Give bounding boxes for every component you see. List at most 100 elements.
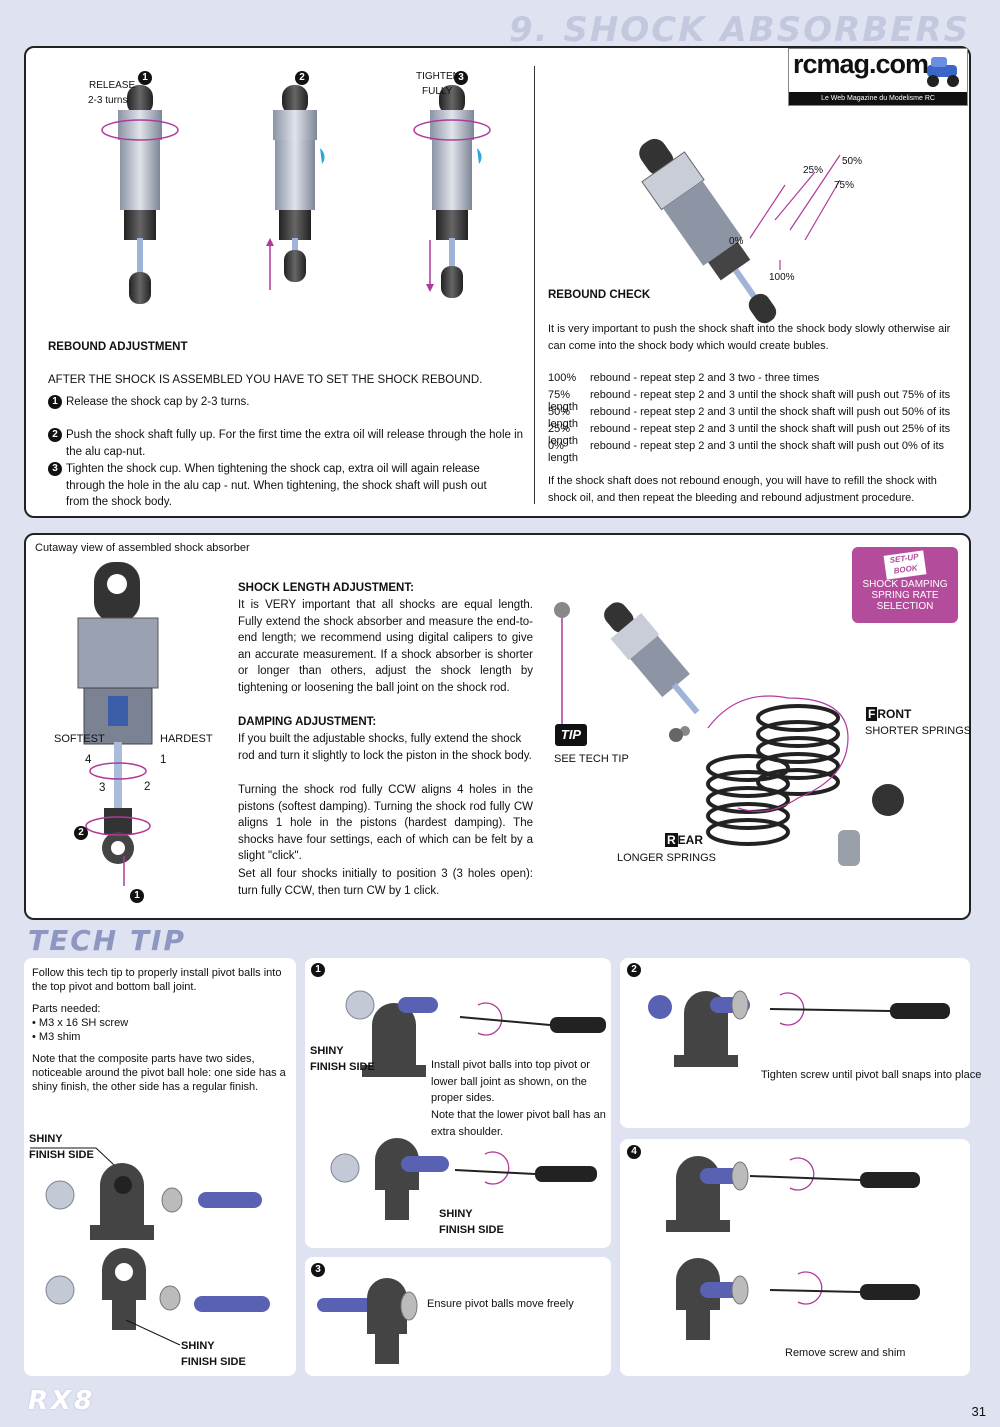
page-number: 31: [971, 1404, 986, 1419]
springs-illustration: [554, 602, 904, 866]
label-softest: SOFTEST: [54, 733, 105, 745]
parts-heading: Parts needed:: [32, 1003, 101, 1015]
shock-illustration-steps: [101, 85, 491, 304]
part-shim: • M3 shim: [32, 1031, 81, 1043]
rebound-check-heading: REBOUND CHECK: [548, 289, 651, 301]
damping-p2: Turning the shock rod fully CCW aligns 4…: [238, 784, 533, 862]
adj-step-1-text: Release the shock cap by 2-3 turns.: [66, 396, 250, 408]
logo-wordmark: rcmag.com: [793, 49, 929, 79]
table-cell-text: rebound - repeat step 2 and 3 until the …: [548, 440, 945, 464]
pct-label-0: 0%: [729, 236, 744, 247]
rebound-check-illustration: [639, 138, 841, 324]
table-row: 0%rebound - repeat step 2 and 3 until th…: [548, 440, 968, 464]
table-cell-text: rebound - repeat step 2 and 3 until the …: [548, 389, 951, 413]
shiny-label-1: SHINY: [29, 1133, 63, 1145]
setup-book-line1: SHOCK DAMPING: [862, 579, 948, 590]
label-release-turns: 2-3 turns: [88, 95, 128, 106]
tech-step-2-panel: [620, 958, 970, 1128]
step-number-1: 1: [138, 71, 152, 85]
logo-tagline: Le Web Magazine du Modelisme RC: [789, 92, 967, 105]
rear-springs-label: LONGER SPRINGS: [617, 852, 717, 864]
pct-label-50: 50%: [842, 156, 863, 167]
cutaway-marker-2: 2: [74, 826, 88, 840]
pct-label-25: 25%: [803, 165, 824, 176]
label-hardest: HARDEST: [160, 733, 213, 745]
front-initial: F: [866, 707, 878, 721]
adj-step-1-number: 1: [48, 395, 62, 409]
step4-illustration: [666, 1156, 920, 1340]
rear-initial: R: [665, 833, 678, 847]
step1-top-pivot-illustration: [345, 990, 606, 1077]
table-cell-text: rebound - repeat step 2 and 3 until the …: [548, 406, 951, 430]
step1-text: Install pivot balls into top pivot or lo…: [431, 1059, 590, 1104]
cutaway-marker-1: 1: [130, 889, 144, 903]
composite-note: Note that the composite parts have two s…: [32, 1053, 286, 1093]
footer-brand-logo: RX8: [28, 1386, 96, 1416]
tech-step-2-number: 2: [627, 963, 641, 977]
table-row: 75%rebound - repeat step 2 and 3 until t…: [548, 389, 968, 413]
shiny-label-2: SHINY: [181, 1340, 215, 1352]
rebound-adjustment-heading: REBOUND ADJUSTMENT: [48, 341, 188, 353]
rear-rest: EAR: [677, 833, 704, 847]
part-screw: • M3 x 16 SH screw: [32, 1017, 129, 1029]
front-rest: RONT: [877, 707, 912, 721]
adj-step-3-number: 3: [48, 462, 62, 476]
logo-car-icon: [927, 57, 959, 87]
table-row: 25%rebound - repeat step 2 and 3 until t…: [548, 423, 968, 447]
pct-label-75: 75%: [834, 180, 855, 191]
section-title: 9. SHOCK ABSORBERS: [509, 10, 970, 50]
cutaway-shock-illustration: [77, 562, 159, 886]
label-tighten: TIGHTEN: [416, 71, 460, 82]
table-cell-pct: 75%: [548, 389, 571, 401]
rebound-check-footer: If the shock shaft does not rebound enou…: [548, 475, 937, 504]
adj-step-2-number: 2: [48, 428, 62, 442]
step-number-2: 2: [295, 71, 309, 85]
table-cell-pct: 50%: [548, 406, 571, 418]
shock-length-body: It is VERY important that all shocks are…: [238, 599, 533, 694]
tech-tip-title: TECH TIP: [28, 924, 186, 957]
tech-step-3-number: 3: [311, 1263, 325, 1277]
position-1: 1: [160, 754, 167, 766]
tip-badge: TIP: [555, 724, 587, 746]
label-fully: FULLY: [422, 86, 453, 97]
panel-divider: [534, 66, 535, 504]
step1b-shiny-label: SHINY: [439, 1208, 473, 1220]
table-cell-text: rebound - repeat step 2 and 3 until the …: [548, 423, 951, 447]
rebound-check-intro: It is very important to push the shock s…: [548, 323, 951, 352]
tech-step-4-number: 4: [627, 1145, 641, 1159]
tech-tip-intro: Follow this tech tip to properly install…: [32, 967, 282, 993]
table-row: 100%rebound - repeat step 2 and 3 two - …: [548, 372, 968, 389]
adj-step-3-text: Tighten the shock cup. When tightening t…: [66, 463, 487, 508]
label-release: RELEASE: [89, 80, 136, 91]
step1-ball-joint-illustration: [330, 1138, 597, 1220]
cutaway-caption: Cutaway view of assembled shock absorber: [35, 542, 250, 554]
rcmag-logo: rcmag.com Le Web Magazine du Modelisme R…: [788, 48, 968, 106]
shock-length-heading: SHOCK LENGTH ADJUSTMENT:: [238, 582, 414, 594]
finish-side-label-2: FINISH SIDE: [181, 1356, 246, 1368]
tech-step-3-panel: [305, 1257, 611, 1376]
parts-illustration: [30, 1147, 270, 1346]
step1-note: Note that the lower pivot ball has an ex…: [431, 1109, 606, 1138]
tech-step-1-number: 1: [311, 963, 325, 977]
position-4: 4: [85, 754, 92, 766]
step4-text: Remove screw and shim: [785, 1347, 906, 1359]
table-cell-pct: 0%: [548, 440, 564, 452]
damping-p1: If you built the adjustable shocks, full…: [238, 733, 532, 762]
rebound-adjustment-intro: AFTER THE SHOCK IS ASSEMBLED YOU HAVE TO…: [48, 374, 483, 386]
step2-text: Tighten screw until pivot ball snaps int…: [761, 1069, 982, 1081]
damping-panel: [24, 533, 971, 920]
position-3: 3: [99, 782, 106, 794]
adj-step-2-text: Push the shock shaft fully up. For the f…: [66, 429, 524, 458]
damping-heading: DAMPING ADJUSTMENT:: [238, 716, 377, 728]
rebound-panel: [24, 46, 971, 518]
table-row: 50%rebound - repeat step 2 and 3 until t…: [548, 406, 968, 430]
step-number-3: 3: [454, 71, 468, 85]
finish-side-label-1: FINISH SIDE: [29, 1149, 94, 1161]
front-springs-label: SHORTER SPRINGS: [865, 725, 972, 737]
step3-illustration: [317, 1278, 418, 1364]
damping-p3: Set all four shocks initially to positio…: [238, 868, 533, 897]
rebound-check-table: 100%rebound - repeat step 2 and 3 two - …: [548, 372, 968, 464]
step2-illustration: [648, 990, 950, 1067]
